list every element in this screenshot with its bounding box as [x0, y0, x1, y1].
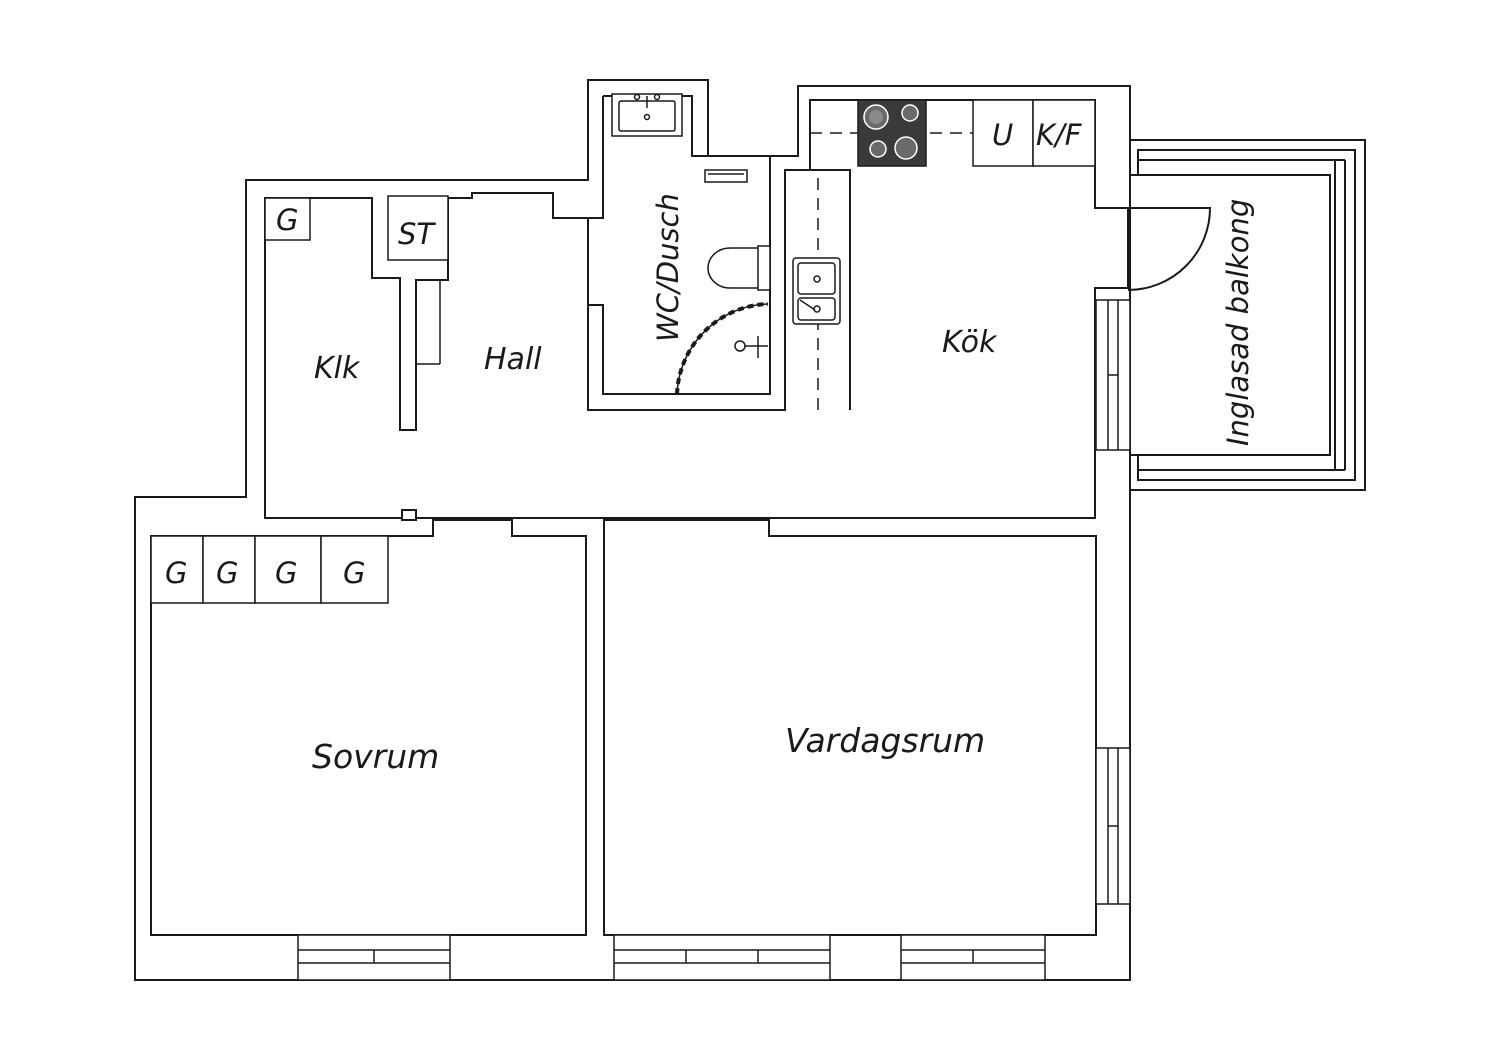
garderob-box-3 [254, 535, 322, 604]
partitions [401, 95, 1095, 521]
window-sovrum [297, 934, 451, 981]
window-vardagsrum-2 [900, 934, 1046, 981]
balcony-door-swing [1127, 207, 1212, 291]
labels: Klk Hall WC/Dusch Kök Inglasad balkong S… [165, 118, 1255, 776]
fixture-label-stad: ST [398, 217, 436, 251]
garderob-box-4 [320, 535, 389, 604]
kitchen-sink [792, 257, 841, 325]
stad-box [387, 195, 449, 261]
fixture-label-garderob-1: G [165, 556, 187, 590]
fixture-label-ugn: U [992, 118, 1013, 152]
fixture-label-garderob-3: G [275, 556, 297, 590]
room-label-kok: Kök [942, 325, 998, 360]
garderob-box-2 [202, 535, 256, 604]
wc-sink [611, 93, 683, 137]
window-vardagsrum-1 [613, 934, 831, 981]
room-label-wc: WC/Dusch [651, 193, 685, 342]
fixture-label-garderob-hall: G [276, 203, 298, 237]
fixture-label-garderob-2: G [216, 556, 238, 590]
stove [857, 99, 927, 167]
windows [297, 299, 1131, 981]
fixture-label-garderob-4: G [343, 556, 365, 590]
room-label-klk: Klk [314, 351, 361, 386]
room-label-balkong: Inglasad balkong [1221, 199, 1255, 446]
balcony [1127, 139, 1366, 491]
fixture-label-kyl-frys: K/F [1036, 118, 1083, 152]
room-label-hall: Hall [484, 342, 542, 377]
garderob-box-1 [150, 535, 204, 604]
window-kok [1095, 299, 1131, 451]
room-label-sovrum: Sovrum [312, 737, 439, 776]
window-vardagsrum-side [1095, 747, 1131, 905]
room-label-vardagsrum: Vardagsrum [785, 721, 985, 760]
toilet [707, 245, 771, 291]
kyl-frys-box [1032, 99, 1096, 167]
fixtures [150, 93, 1096, 604]
garderob-hall-box [264, 197, 311, 241]
wc-shelf [704, 169, 748, 183]
